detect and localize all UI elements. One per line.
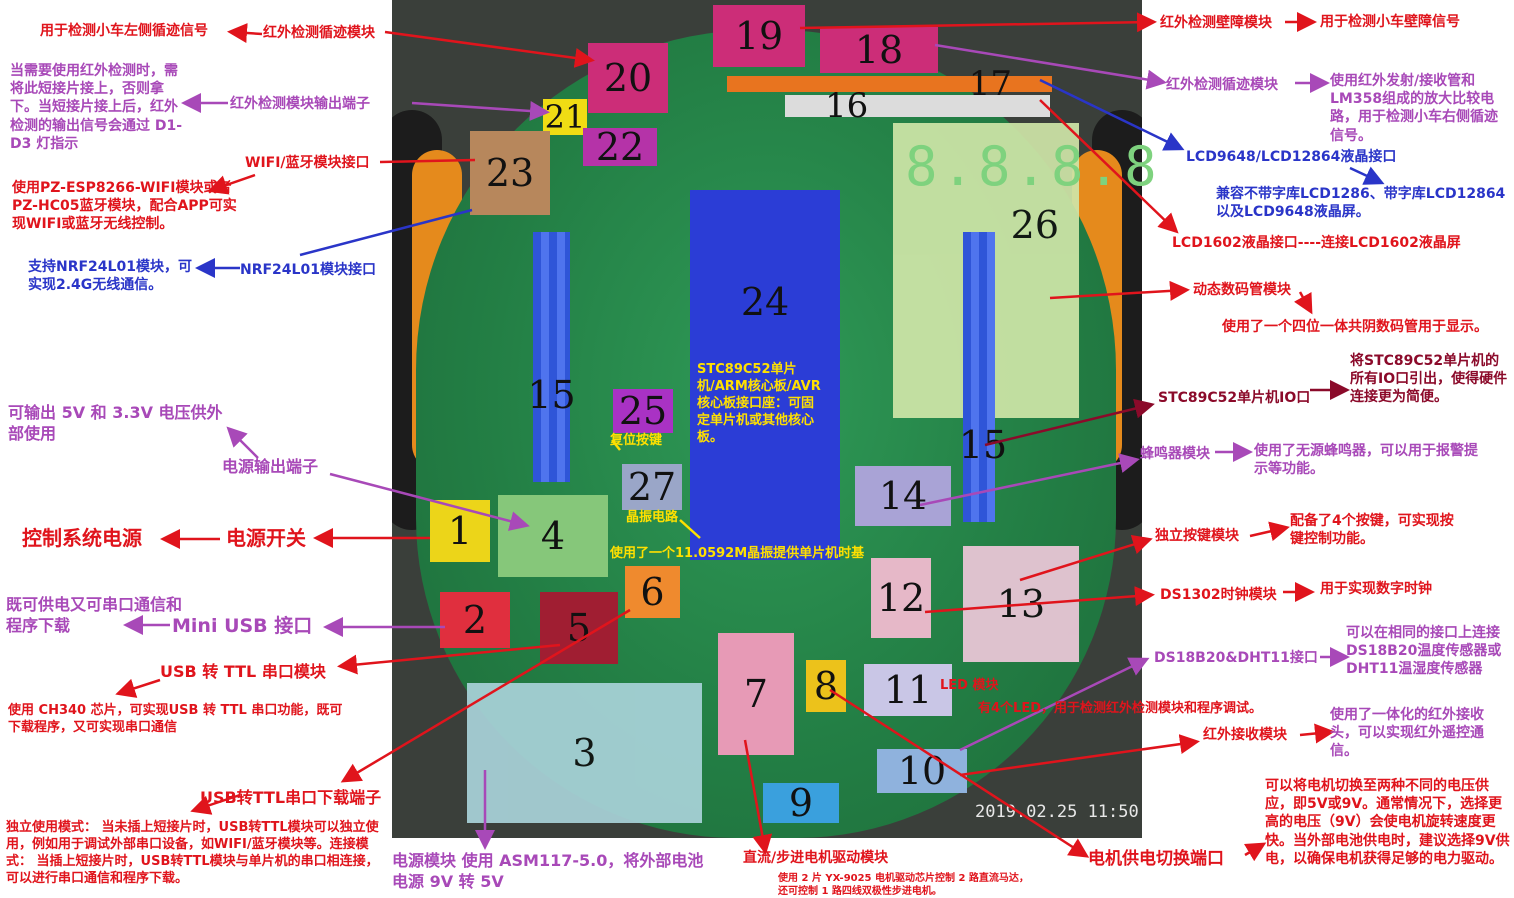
ir-obstacle-module-label: 红外检测壁障模块 — [1160, 15, 1272, 31]
reset-button-label: 复位按键 — [610, 433, 663, 448]
ds18b20-desc: 可以在相同的接口上连接DS18B20温度传感器或DHT11温湿度传感器 — [1346, 625, 1502, 678]
lcd1602-label: LCD1602液晶接口----连接LCD1602液晶屏 — [1172, 235, 1461, 251]
module-box-27: 27 — [622, 464, 682, 510]
power-module-label: 电源模块 使用 ASM117-5.0，将外部电池电源 9V 转 5V — [392, 851, 704, 891]
ir-output-terminal-label: 红外检测模块输出端子 — [230, 96, 370, 112]
seg-module-label: 动态数码管模块 — [1193, 282, 1291, 298]
keys-desc: 配备了4个按键，可实现按键控制功能。 — [1290, 513, 1454, 548]
mini-usb-desc: 既可供电又可串口通信和程序下载 — [6, 595, 183, 635]
ir-receiver-desc: 使用了一体化的红外接收头，可以实现红外遥控通信。 — [1330, 707, 1484, 760]
module-box-17: 16 — [785, 86, 1050, 126]
module-box-11: 11 — [864, 664, 952, 716]
power-out-desc: 可输出 5V 和 3.3V 电压供外部使用 — [8, 403, 223, 443]
module-box-22: 21 — [543, 98, 587, 136]
module-box-19: 18 — [820, 27, 938, 73]
module-box-5: 5 — [540, 592, 618, 664]
motor-power-switch-label: 电机供电切换端口 — [1088, 849, 1224, 869]
modes-desc: 独立使用模式： 当未插上短接片时，USB转TTL模块可以独立使用，例如用于调试外… — [6, 820, 379, 886]
control-power-label: 控制系统电源 — [22, 526, 142, 550]
io-port-label: STC89C52单片机IO口 — [1158, 390, 1311, 406]
lcd9648-port-label: LCD9648/LCD12864液晶接口 — [1186, 149, 1397, 165]
module-box-2: 2 — [440, 592, 510, 648]
ir-left-signal-label: 用于检测小车左侧循迹信号 — [40, 23, 208, 39]
ir-receiver-label: 红外接收模块 — [1203, 727, 1287, 743]
module-box-10: 10 — [877, 749, 967, 793]
module-box-1: 1 — [430, 500, 490, 562]
motor-drive-label: 直流/步进电机驱动模块 — [743, 850, 889, 866]
lcd-compat-desc: 兼容不带字库LCD1286、带字库LCD12864以及LCD9648液晶屏。 — [1216, 186, 1506, 221]
mini-usb-label: Mini USB 接口 — [172, 615, 313, 637]
module-box-3: 3 — [467, 683, 702, 823]
ds18b20-port-label: DS18B20&DHT11接口 — [1154, 650, 1318, 666]
module-box-25: 24 — [690, 190, 840, 560]
usb-ttl-module-label: USB 转 TTL 串口模块 — [160, 662, 326, 681]
jumper-desc: 当需要使用红外检测时，需将此短接片接上，否则拿下。当短接片接上后，红外检测的输出… — [10, 63, 183, 152]
ir-obstacle-use-label: 用于检测小车壁障信号 — [1320, 14, 1460, 30]
power-switch-label: 电源开关 — [226, 526, 306, 550]
buzzer-desc: 使用了无源蜂鸣器，可以用于报警提示等功能。 — [1254, 443, 1478, 478]
module-box-15-left — [533, 232, 570, 482]
crystal-desc: 使用了一个11.0592M晶振提供单片机时基 — [610, 546, 865, 561]
nrf-desc: 支持NRF24L01模块，可实现2.4G无线通信。 — [28, 259, 192, 294]
module-box-6: 6 — [625, 566, 680, 618]
module-box-8: 8 — [806, 660, 846, 712]
module-box-9: 9 — [763, 781, 839, 825]
ch340-desc: 使用 CH340 芯片，可实现USB 转 TTL 串口功能，既可下载程序，又可实… — [8, 703, 343, 735]
ir-track-module-right-label: 红外检测循迹模块 — [1166, 77, 1278, 93]
io-desc: 将STC89C52单片机的所有IO口引出，使得硬件连接更为简便。 — [1350, 353, 1508, 406]
led-desc: 有4个LED，用于检测红外检测模块和程序调试。 — [978, 701, 1263, 716]
usb-ttl-terminal-label: USB转TTL串口下载端子 — [200, 788, 382, 807]
module-box-21: 20 — [588, 43, 668, 113]
ir-track-desc: 使用红外发射/接收管和LM358组成的放大比较电路，用于检测小车右侧循迹信号。 — [1330, 73, 1498, 144]
led-module-label: LED 模块 — [940, 678, 999, 693]
keys-label: 独立按键模块 — [1155, 528, 1239, 544]
nrf-port-label: NRF24L01模块接口 — [240, 262, 376, 278]
module-box-23: 22 — [583, 125, 657, 169]
crystal-label: 晶振电路 — [626, 510, 679, 525]
module-box-12: 12 — [871, 558, 931, 638]
module-box-15-right-label: 15 — [958, 423, 1008, 467]
module-box-4: 4 — [498, 495, 608, 577]
module-box-26: 25 — [613, 389, 673, 433]
motor-voltage-desc: 可以将电机切换至两种不同的电压供应，即5V或9V。通常情况下，选择更高的电压（9… — [1265, 778, 1510, 867]
module-box-20: 19 — [713, 5, 805, 67]
wifi-desc: 使用PZ-ESP8266-WIFI模块或者PZ-HC05蓝牙模块，配合APP可实… — [12, 180, 237, 233]
ds1302-desc: 用于实现数字时钟 — [1320, 581, 1432, 597]
buzzer-label: 蜂鸣器模块 — [1140, 446, 1210, 462]
module-box-7: 7 — [718, 633, 794, 755]
seg-desc: 使用了一个四位一体共阴数码管用于显示。 — [1222, 319, 1488, 335]
module-box-14: 14 — [855, 466, 951, 526]
core-board-text: STC89C52单片机/ARM核心板/AVR核心板接口座：可固定单片机或其他核心… — [697, 362, 821, 445]
module-box-15-left-label: 15 — [527, 373, 576, 417]
photo-timestamp: 2019.02.25 11:50 — [975, 802, 1139, 822]
module-box-15-right — [963, 232, 995, 522]
wifi-bt-port-label: WIFI/蓝牙模块接口 — [245, 155, 370, 171]
ds1302-label: DS1302时钟模块 — [1160, 587, 1277, 603]
ir-track-module-left-label: 红外检测循迹模块 — [263, 25, 375, 41]
motor-drive-desc: 使用 2 片 YX-9025 电机驱动芯片控制 2 路直流马达，还可控制 1 路… — [778, 873, 1029, 897]
power-out-terminal-label: 电源输出端子 — [222, 457, 319, 476]
module-box-24: 23 — [470, 131, 550, 215]
